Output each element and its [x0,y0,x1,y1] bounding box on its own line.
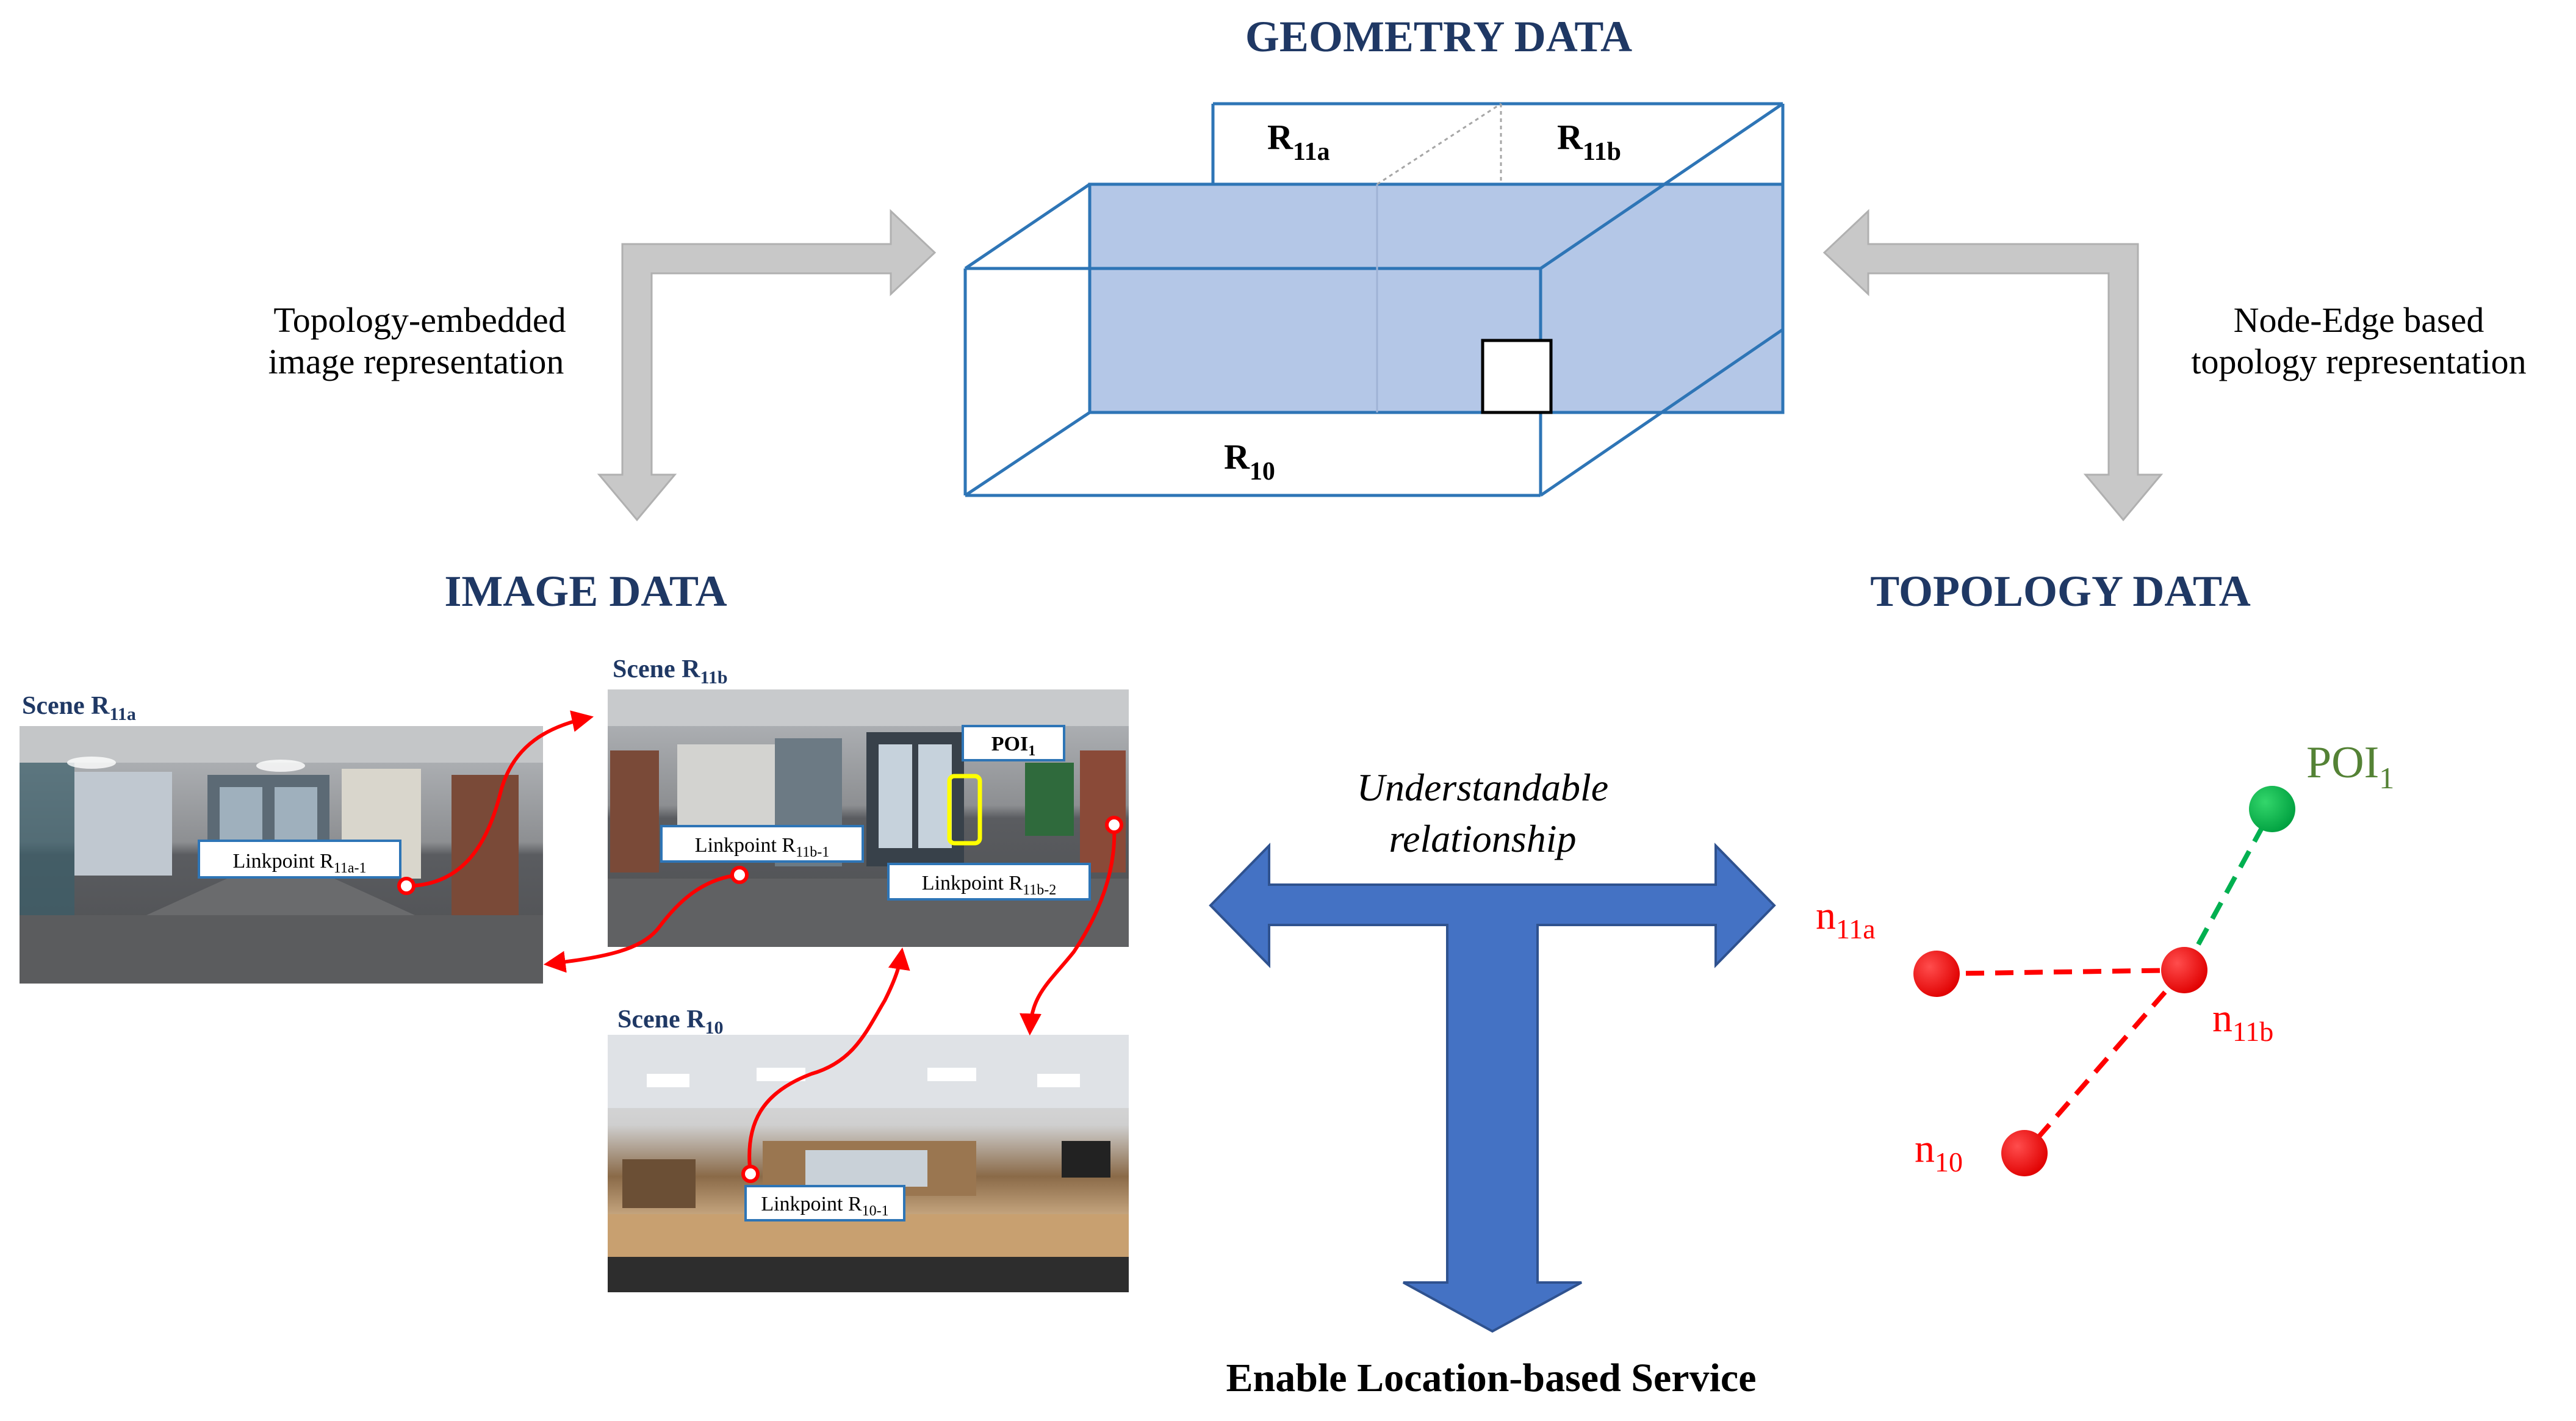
linkpoint-r11a-1-label: Linkpoint R11a-1 [198,840,401,879]
node-n10-label: n10 [1915,1126,1963,1178]
edge-n11b-n10 [2022,968,2187,1155]
left-caption-line1: Topology-embedded [273,300,566,340]
poi-highlight-box [947,774,982,846]
poi1-image-label: POI1 [962,725,1065,761]
svg-text:POI1: POI1 [991,733,1035,759]
room-r11a-label: R11a [1267,117,1330,166]
right-caption-line1: Node-Edge based [2234,300,2484,340]
link-r11a-to-r11b [406,710,594,888]
door-icon [1481,339,1553,414]
room-r10-label: R10 [1224,437,1275,486]
right-caption-line2: topology representation [2191,342,2526,381]
linkpoint-r10-1-label: Linkpoint R10-1 [744,1185,905,1221]
linkpoint-markers [397,816,1123,1183]
left-caption-line2: image representation [268,342,564,381]
topology-edges [1936,808,2275,1155]
node-n11b [2161,947,2207,993]
scene-r11b-label: Scene R11b [613,655,728,688]
topology-data-heading: TOPOLOGY DATA [1870,567,2250,616]
edge-n11a-n11b [1936,968,2185,976]
linkpoint-r11b-1-label: Linkpoint R11b-1 [660,825,864,863]
link-r11b2-to-r10 [1019,824,1117,1036]
center-caption-line1: Understandable [1357,766,1608,809]
node-n11a-label: n11a [1816,893,1876,944]
linkpoint-r11a-1-marker [397,877,416,895]
link-r10-to-r11b [747,947,910,1175]
topology-nodes [1913,786,2295,1176]
geometry-box [963,102,1785,497]
linkpoint-r10-1-marker [741,1165,760,1183]
svg-text:Linkpoint R10-1: Linkpoint R10-1 [761,1193,888,1219]
linkpoint-r11b-2-marker [1105,816,1123,834]
node-n11b-label: n11b [2212,996,2273,1047]
linkpoint-r11b-2-label: Linkpoint R11b-2 [887,863,1091,901]
node-n10 [2001,1130,2048,1176]
room-r11b-label: R11b [1557,117,1621,166]
link-r11b-to-r11a [543,873,740,973]
node-poi1-label: POI1 [2306,738,2394,795]
edge-n11b-poi [2182,808,2275,971]
scene-r10-label: Scene R10 [617,1005,723,1038]
central-t-arrow [1209,843,1776,1333]
svg-text:Linkpoint R11b-1: Linkpoint R11b-1 [695,834,829,860]
node-poi1 [2249,786,2295,832]
scene-r11a-image [20,726,543,984]
geometry-data-heading: GEOMETRY DATA [1245,12,1632,61]
linkpoint-r11b-1-marker [730,866,749,884]
bottom-caption: Enable Location-based Service [1226,1356,1757,1400]
left-elbow-arrow [597,209,937,522]
right-elbow-arrow [1822,209,2164,522]
link-arrows [406,710,1117,1175]
scene-r10-image [608,1035,1129,1292]
svg-text:Linkpoint R11a-1: Linkpoint R11a-1 [232,850,366,876]
image-data-heading: IMAGE DATA [444,567,727,616]
node-n11a [1913,951,1960,997]
center-caption-line2: relationship [1389,817,1577,860]
svg-text:Linkpoint R11b-2: Linkpoint R11b-2 [922,872,1056,898]
scene-r11a-label: Scene R11a [22,692,136,724]
